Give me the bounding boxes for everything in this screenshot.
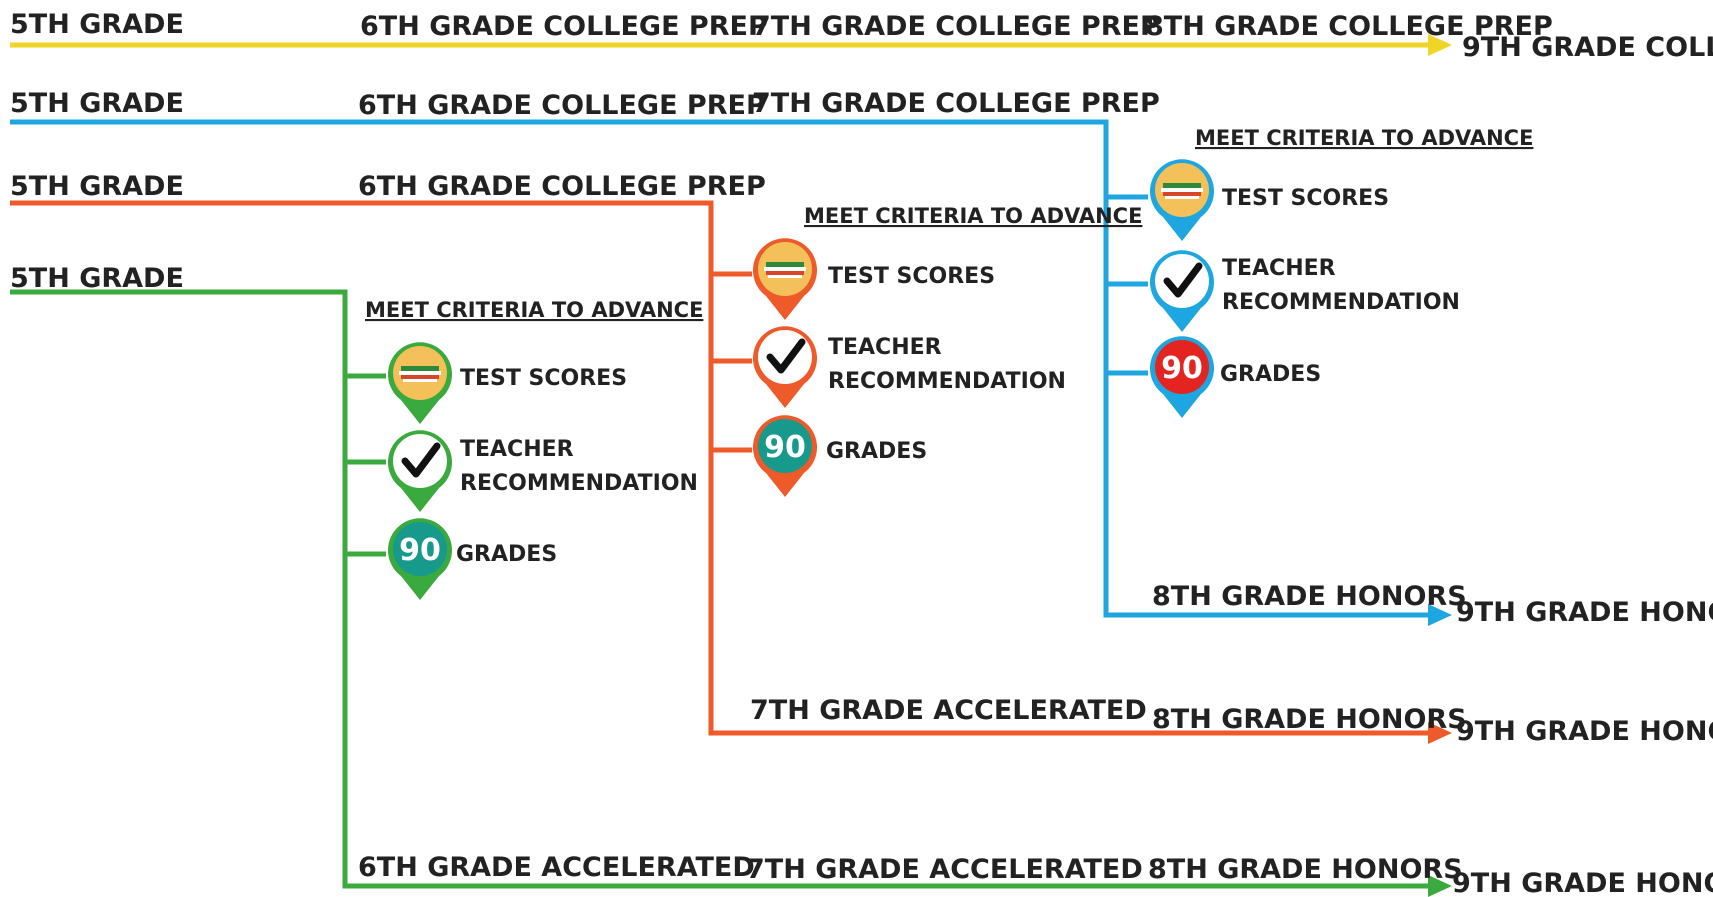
grade-90-icon: 90 [388, 518, 452, 600]
orange-criteria-heading: MEET CRITERIA TO ADVANCE [804, 204, 1142, 228]
track-blue-line [10, 119, 1430, 618]
orange-grade9-label: 9TH GRADE HONORS [1456, 716, 1713, 747]
orange-grades-label: GRADES [826, 439, 927, 464]
yellow-grade6-label: 6TH GRADE COLLEGE PREP [360, 11, 768, 42]
test-scores-icon [388, 342, 452, 424]
orange-grade8-label: 8TH GRADE HONORS [1152, 704, 1467, 735]
blue-test-scores-label: TEST SCORES [1222, 186, 1389, 211]
blue-grades-label: GRADES [1220, 362, 1321, 387]
track-orange-line [10, 200, 1430, 736]
track-yellow-arrow [1428, 34, 1452, 56]
green-grade6-label: 6TH GRADE ACCELERATED [358, 852, 755, 883]
track-green-line [10, 289, 1430, 889]
checkmark-icon [1150, 250, 1214, 332]
test-scores-icon [753, 238, 817, 320]
green-grade-value: 90 [399, 533, 441, 568]
blue-grade8-label: 8TH GRADE HONORS [1152, 581, 1467, 612]
track-orange: 5TH GRADE 6TH GRADE COLLEGE PREP 7TH GRA… [10, 171, 1713, 747]
blue-teacher-label-2: RECOMMENDATION [1222, 290, 1460, 315]
track-blue: 5TH GRADE 6TH GRADE COLLEGE PREP 7TH GRA… [10, 88, 1713, 628]
grade-90-icon: 90 [1150, 336, 1214, 418]
orange-grade-value: 90 [764, 430, 806, 465]
orange-grade7-label: 7TH GRADE ACCELERATED [750, 695, 1147, 726]
test-scores-icon [1150, 159, 1214, 241]
blue-grade5-label: 5TH GRADE [10, 88, 184, 119]
green-grade8-label: 8TH GRADE HONORS [1148, 854, 1463, 885]
yellow-grade9-label: 9TH GRADE COLLEGE PREP [1462, 32, 1713, 63]
green-criteria-heading: MEET CRITERIA TO ADVANCE [365, 298, 703, 322]
grade-90-icon: 90 [753, 415, 817, 497]
green-test-scores-label: TEST SCORES [460, 366, 627, 391]
green-grades-label: GRADES [456, 542, 557, 567]
yellow-grade8-label: 8TH GRADE COLLEGE PREP [1145, 11, 1553, 42]
orange-grade6-label: 6TH GRADE COLLEGE PREP [358, 171, 766, 202]
orange-teacher-label-1: TEACHER [828, 335, 942, 360]
green-grade7-label: 7TH GRADE ACCELERATED [746, 854, 1143, 885]
checkmark-icon [753, 326, 817, 408]
blue-grade6-label: 6TH GRADE COLLEGE PREP [358, 90, 766, 121]
green-teacher-label-2: RECOMMENDATION [460, 471, 698, 496]
orange-grade5-label: 5TH GRADE [10, 171, 184, 202]
green-teacher-label-1: TEACHER [460, 437, 574, 462]
checkmark-icon [388, 430, 452, 512]
track-yellow: 5TH GRADE 6TH GRADE COLLEGE PREP 7TH GRA… [10, 9, 1713, 63]
orange-test-scores-label: TEST SCORES [828, 264, 995, 289]
blue-grade7-label: 7TH GRADE COLLEGE PREP [752, 88, 1160, 119]
yellow-grade7-label: 7TH GRADE COLLEGE PREP [752, 11, 1160, 42]
blue-grade-value: 90 [1161, 351, 1203, 386]
track-orange-arrow [1428, 722, 1452, 744]
orange-teacher-label-2: RECOMMENDATION [828, 369, 1066, 394]
green-grade5-label: 5TH GRADE [10, 263, 184, 294]
yellow-grade5-label: 5TH GRADE [10, 9, 184, 40]
green-grade9-label: 9TH GRADE HONORS [1452, 868, 1713, 897]
blue-criteria-heading: MEET CRITERIA TO ADVANCE [1195, 126, 1533, 150]
track-blue-arrow [1428, 604, 1452, 626]
track-green-arrow [1428, 875, 1452, 897]
blue-grade9-label: 9TH GRADE HONORS [1456, 597, 1713, 628]
blue-teacher-label-1: TEACHER [1222, 256, 1336, 281]
track-green: 5TH GRADE 6TH GRADE ACCELERATED 7TH GRAD… [10, 263, 1713, 897]
